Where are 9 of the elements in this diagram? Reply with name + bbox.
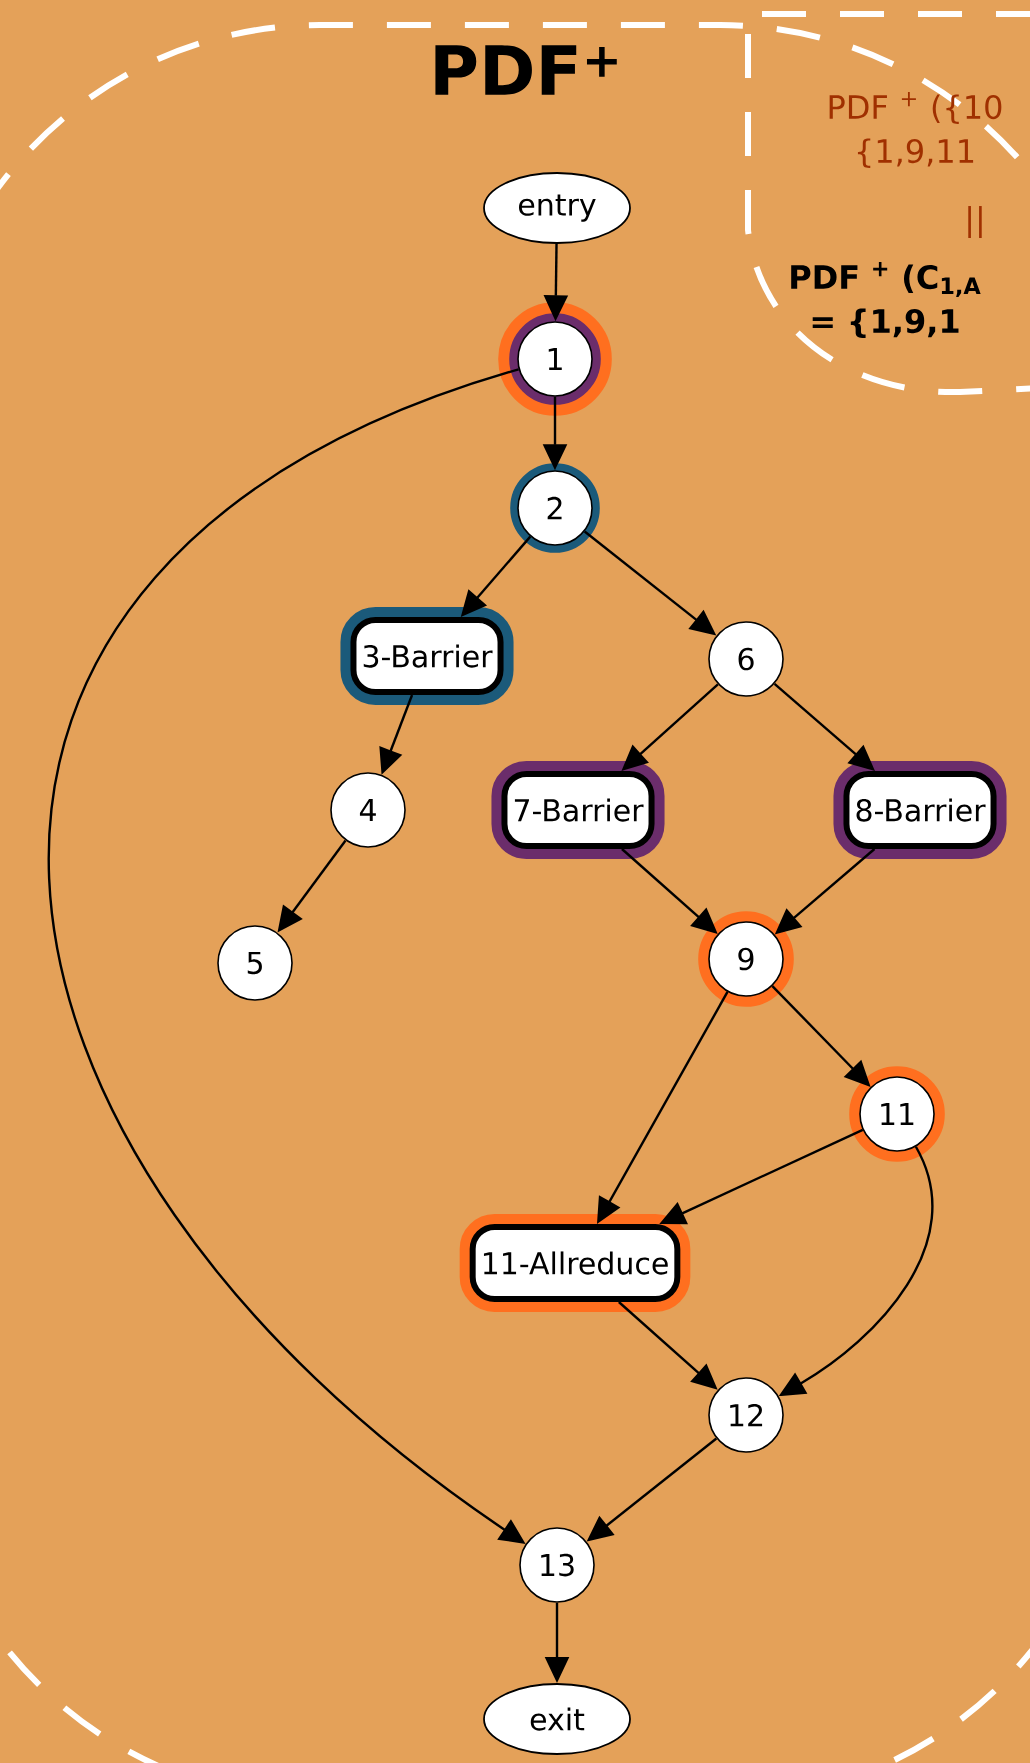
arrow <box>773 682 875 771</box>
barrier-box: 7-Barrier <box>491 761 665 859</box>
region-title: PDF$^{+}$ <box>435 45 617 95</box>
formula-text: PDF $^{+}$ (C$_{1,A}$ = {1,9,1 <box>791 262 981 338</box>
barrier-box: 11-Allreduce <box>459 1214 691 1312</box>
equality-mark: || <box>968 206 982 238</box>
formula-text: PDF $^{+}$ ({10 {1,9,11 <box>829 92 1002 168</box>
barrier-box: 8-Barrier <box>833 761 1007 859</box>
barrier-box: 3-Barrier <box>340 607 514 705</box>
